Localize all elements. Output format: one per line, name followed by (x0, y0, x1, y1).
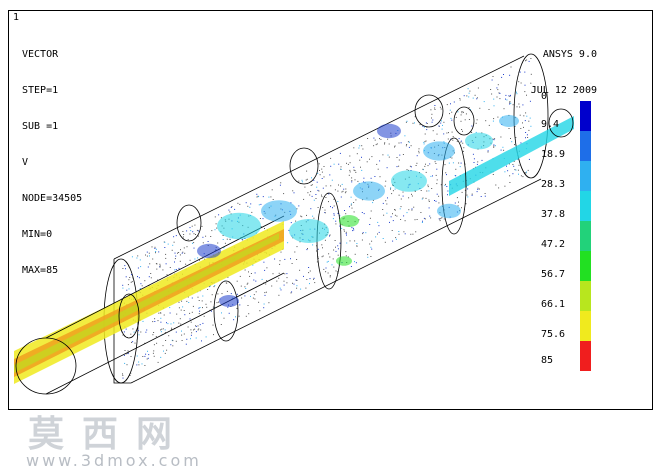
legend-seg-6 (580, 281, 591, 311)
legend-label-0: 0 (541, 91, 548, 102)
watermark-url: www.3dmox.com (26, 451, 202, 470)
legend-seg-7 (580, 311, 591, 341)
window-number: 1 (13, 12, 20, 23)
inlet-pipe (14, 215, 285, 395)
legend-seg-5 (580, 251, 591, 281)
info-quantity: V (22, 157, 29, 168)
legend-label-8: 75.6 (541, 329, 566, 340)
vector-field-speckle (121, 58, 532, 379)
baffles (118, 94, 475, 342)
legend-seg-0 (580, 101, 591, 131)
legend-label-3: 28.3 (541, 179, 566, 190)
legend-seg-1 (580, 131, 591, 161)
legend-label-6: 56.7 (541, 269, 566, 280)
legend-seg-2 (580, 161, 591, 191)
info-min: MIN=0 (22, 229, 53, 240)
legend-label-5: 47.2 (541, 239, 566, 250)
legend-seg-4 (580, 221, 591, 251)
vector-plot-canvas (14, 53, 574, 395)
info-node: NODE=34505 (22, 193, 83, 204)
watermark: 莫西网 www.3dmox.com (0, 405, 661, 470)
housing-outline (103, 53, 549, 384)
info-plot-type: VECTOR (22, 49, 59, 60)
legend-label-1: 9.4 (541, 119, 560, 130)
ansys-header: ANSYS 9.0 JUL 12 2009 (531, 25, 597, 121)
watermark-chinese: 莫西网 (28, 414, 191, 455)
plot-window: 1 VECTOR STEP=1 SUB =1 V NODE=34505 MIN=… (8, 10, 653, 410)
flow-patches (197, 115, 519, 307)
legend-seg-8 (580, 341, 591, 371)
legend-label-9: 85 (541, 355, 554, 366)
info-max: MAX=85 (22, 265, 59, 276)
legend-label-7: 66.1 (541, 299, 566, 310)
color-legend (580, 101, 591, 371)
info-step: STEP=1 (22, 85, 59, 96)
outlet-pipe (449, 108, 574, 196)
legend-label-4: 37.8 (541, 209, 566, 220)
legend-label-2: 18.9 (541, 149, 566, 160)
result-info-block: VECTOR STEP=1 SUB =1 V NODE=34505 MIN=0 … (22, 25, 82, 301)
info-substep: SUB =1 (22, 121, 59, 132)
ansys-date: JUL 12 2009 (530, 85, 597, 96)
ansys-version: ANSYS 9.0 (542, 49, 597, 60)
legend-seg-3 (580, 191, 591, 221)
